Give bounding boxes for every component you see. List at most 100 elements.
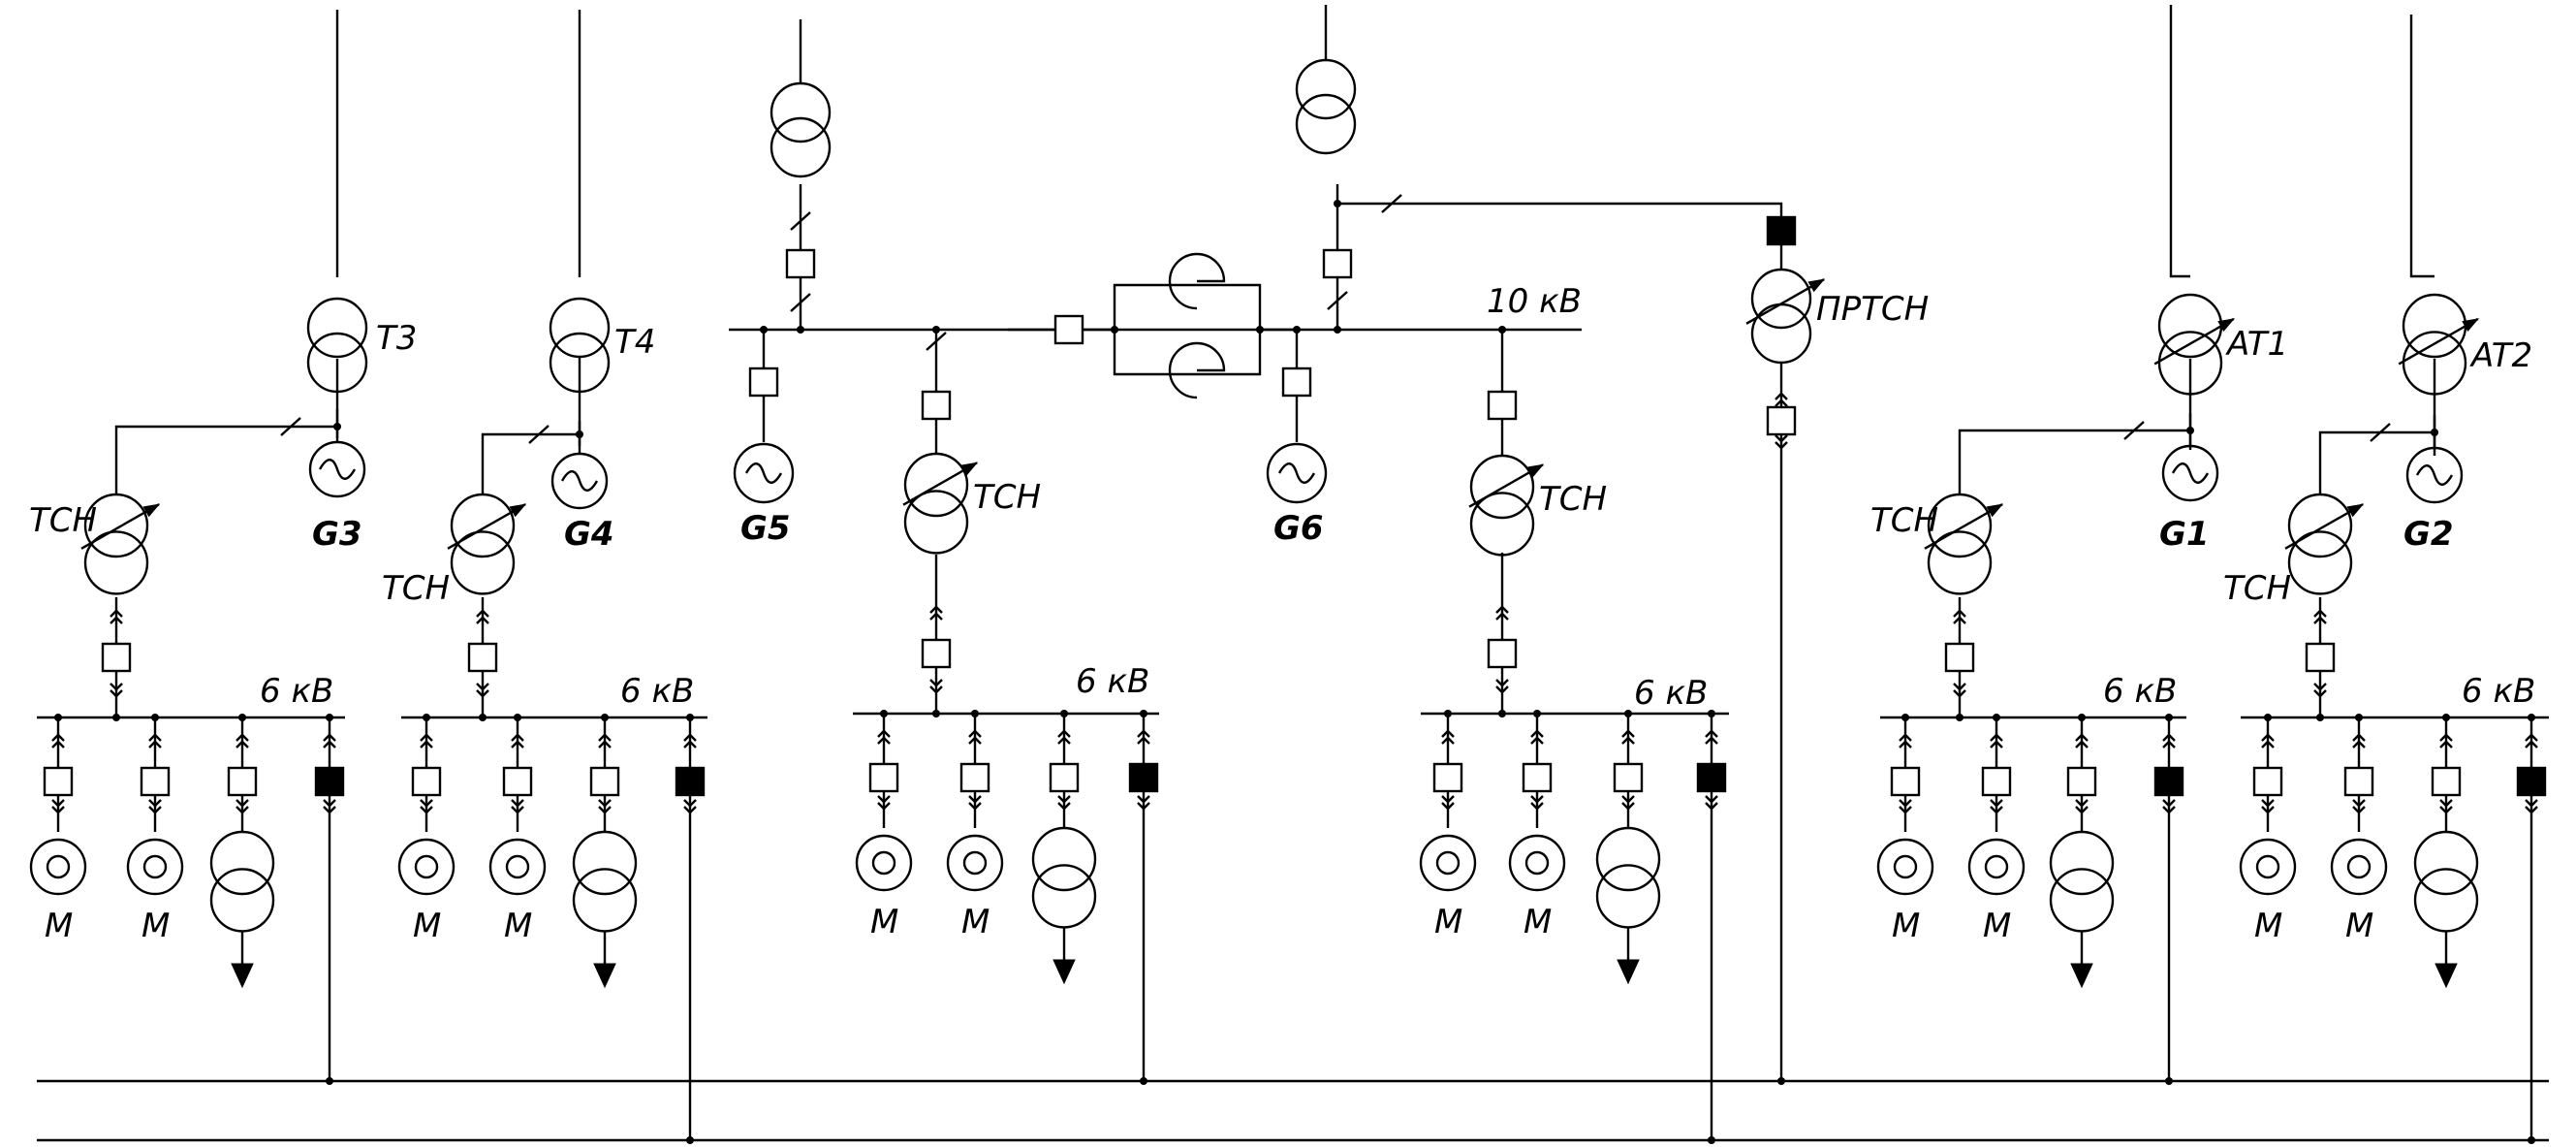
generator-icon [550, 452, 609, 510]
motor-icon [142, 854, 168, 879]
arrowhead-icon [1807, 278, 1826, 293]
arrowhead-icon [2217, 318, 2236, 333]
plug-in-contact-icon [2352, 799, 2366, 808]
plug-in-contact-icon [420, 799, 433, 808]
load-arrow-icon [231, 963, 254, 989]
transformer-icon [1750, 303, 1812, 365]
plug-in-contact-icon [598, 799, 612, 808]
cable-tick-mark [528, 425, 550, 444]
breaker-icon [411, 766, 442, 797]
plug-in-contact-icon [2525, 806, 2538, 814]
cable-tick-mark [1381, 194, 1402, 213]
plug-in-contact-icon [1441, 802, 1455, 811]
plug-in-contact-icon [1495, 605, 1509, 614]
plug-in-contact-icon [148, 806, 162, 814]
motor-icon [1419, 834, 1477, 892]
motor-icon [962, 850, 988, 876]
motor-label: M [1434, 903, 1462, 941]
motor-icon [1508, 834, 1566, 892]
plug-in-contact-icon [598, 806, 612, 814]
plug-in-contact-icon [1775, 392, 1788, 400]
junction-dot [1777, 1077, 1785, 1085]
plug-in-contact-icon [323, 806, 336, 814]
transformer-icon [306, 332, 368, 394]
plug-in-contact-icon [476, 609, 489, 618]
junction-dot [326, 1077, 333, 1085]
plug-in-contact-icon [2162, 806, 2176, 814]
plug-in-contact-icon [929, 685, 943, 694]
breaker-icon [2431, 766, 2462, 797]
tsn-label: ТСН [382, 569, 450, 608]
cable-tick-mark [280, 417, 301, 436]
tsn-label: ТСН [2223, 569, 2291, 608]
plug-in-contact-icon [51, 733, 65, 742]
plug-in-contact-icon [1705, 802, 1718, 811]
plug-in-contact-icon [683, 806, 697, 814]
plug-in-contact-icon [51, 740, 65, 749]
junction-dot [2316, 714, 2324, 721]
plug-in-contact-icon [323, 799, 336, 808]
plug-in-contact-icon [2261, 799, 2275, 808]
transformer-label: AT1 [2225, 325, 2288, 364]
motor-icon [1967, 838, 2026, 896]
junction-dot [479, 714, 487, 721]
breaker-icon [589, 766, 620, 797]
plug-in-contact-icon [2313, 683, 2327, 691]
plug-in-contact-icon [2162, 740, 2176, 749]
transformer-icon [1295, 93, 1357, 155]
motor-label: M [1983, 907, 2011, 945]
breaker-icon [785, 248, 816, 279]
load-arrow-icon [1052, 959, 1076, 985]
plug-in-contact-icon [2162, 733, 2176, 742]
plug-in-contact-icon [1899, 740, 1912, 749]
plug-in-contact-icon [236, 740, 249, 749]
plug-in-contact-icon [2525, 740, 2538, 749]
transformer-icon [903, 490, 969, 555]
plug-in-contact-icon [1953, 683, 1966, 691]
plug-in-contact-icon [110, 683, 123, 691]
plug-in-contact-icon [929, 605, 943, 614]
junction-dot [1293, 326, 1301, 334]
tsn-label: ТСН [973, 478, 1041, 517]
load-arrow-icon [593, 963, 616, 989]
motor-label: M [961, 903, 990, 941]
plug-in-contact-icon [1775, 441, 1788, 450]
transformer-icon [1469, 492, 1535, 557]
plug-in-contact-icon [476, 689, 489, 698]
breaker-icon [1890, 766, 1921, 797]
plug-in-contact-icon [1441, 729, 1455, 738]
plug-in-contact-icon [110, 689, 123, 698]
junction-dot [1334, 200, 1341, 207]
plug-in-contact-icon [1137, 736, 1150, 745]
plug-in-contact-icon [1953, 616, 1966, 624]
breaker-icon [921, 390, 952, 421]
cable-tick-mark [1327, 291, 1348, 310]
breaker-icon [227, 766, 258, 797]
motor-icon [2330, 838, 2388, 896]
transformer-icon [1295, 58, 1357, 120]
transformer-icon [450, 493, 516, 558]
breaker-icon [959, 762, 990, 793]
plug-in-contact-icon [1057, 795, 1071, 804]
junction-dot [797, 326, 804, 334]
transformer-icon [572, 830, 638, 896]
generator-label: G5 [740, 509, 791, 548]
plug-in-contact-icon [1495, 679, 1509, 687]
transformer-icon [1750, 268, 1812, 330]
transformer-icon [450, 530, 516, 595]
voltage-label-6kv: 6 кВ [2103, 672, 2177, 711]
plug-in-contact-icon [1990, 799, 2003, 808]
plug-in-contact-icon [148, 799, 162, 808]
plug-in-contact-icon [1530, 729, 1544, 738]
plug-in-contact-icon [2075, 733, 2089, 742]
transformer-label: T4 [614, 323, 655, 362]
plug-in-contact-icon [877, 802, 891, 811]
transformer-icon [770, 81, 832, 143]
bus-section-breaker-icon [1053, 314, 1084, 345]
plug-in-contact-icon [2439, 740, 2453, 749]
prtsn-label: ПРТСН [1816, 290, 1929, 329]
junction-dot [1334, 326, 1341, 334]
plug-in-contact-icon [1137, 802, 1150, 811]
transformer-icon [2402, 331, 2467, 396]
motor-icon [397, 838, 456, 896]
